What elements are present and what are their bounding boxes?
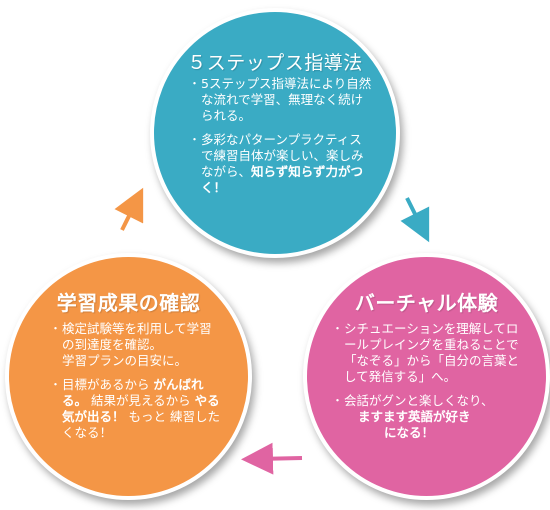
results-bullet-2-c: もっと [128, 409, 167, 424]
step-circle-results: 学習成果の確認 検定試験等を利用して学習の到達度を確認。学習プランの目安に。 目… [5, 253, 252, 500]
method-bullet-2: 多彩なパターンプラクティスで練習自体が楽しい、楽しみながら、知らず知らず力がつく… [189, 132, 372, 196]
arrow-top-to-right [400, 197, 430, 243]
virtual-title: バーチャル体験 [354, 291, 499, 315]
results-bullet-2: 目標があるから がんばれる。 結果が見えるから やる気が出る！ もっと 練習した… [50, 377, 223, 441]
results-bullet-2-d: 練習したくなる！ [62, 409, 221, 440]
results-title: 学習成果の確認 [56, 291, 201, 315]
method-title: ５ステップス指導法 [187, 52, 363, 74]
results-bullets: 検定試験等を利用して学習の到達度を確認。学習プランの目安に。 目標があるから が… [50, 321, 223, 449]
results-bullet-2-b: 結果が見えるから [91, 393, 191, 408]
method-bullet-2-strong: 知らず知らず力がつく！ [201, 164, 364, 195]
virtual-bullet-1: シチュエーションを理解してロールプレイングを重ねることで「なぞる」から「自分の言… [332, 321, 520, 385]
step-circle-virtual: バーチャル体験 シチュエーションを理解してロールプレイングを重ねることで「なぞる… [303, 253, 550, 500]
virtual-bullet-2-strong-b: になる！ [384, 425, 435, 440]
results-bullet-1-a: 検定試験等を利用して学習の到達度を確認。 [62, 321, 212, 352]
method-bullets: 5ステップス指導法により自然な流れで学習、無理なく続けられる。 多彩なパターンプ… [189, 76, 372, 204]
results-bullet-1: 検定試験等を利用して学習の到達度を確認。学習プランの目安に。 [50, 321, 223, 369]
virtual-bullets: シチュエーションを理解してロールプレイングを重ねることで「なぞる」から「自分の言… [332, 321, 520, 449]
arrow-right-to-left [241, 442, 303, 475]
virtual-bullet-2-strong-a: ますます英語が好き [358, 409, 471, 424]
results-bullet-2-strong-b: やる気が出る！ [62, 393, 220, 424]
results-bullet-2-a: 目標があるから [62, 377, 150, 392]
results-bullet-2-strong-a: がんばれる。 [62, 377, 204, 408]
method-bullet-1: 5ステップス指導法により自然な流れで学習、無理なく続けられる。 [189, 76, 372, 124]
step-circle-method: ５ステップス指導法 5ステップス指導法により自然な流れで学習、無理なく続けられる… [150, 8, 400, 258]
arrow-left-to-top [114, 187, 144, 231]
results-bullet-1-b: 学習プランの目安に。 [62, 353, 188, 368]
virtual-bullet-2-text: 会話がグンと楽しくなり、 [344, 393, 494, 408]
method-bullet-2-text: 多彩なパターンプラクティスで練習自体が楽しい、楽しみながら、 [201, 132, 364, 179]
